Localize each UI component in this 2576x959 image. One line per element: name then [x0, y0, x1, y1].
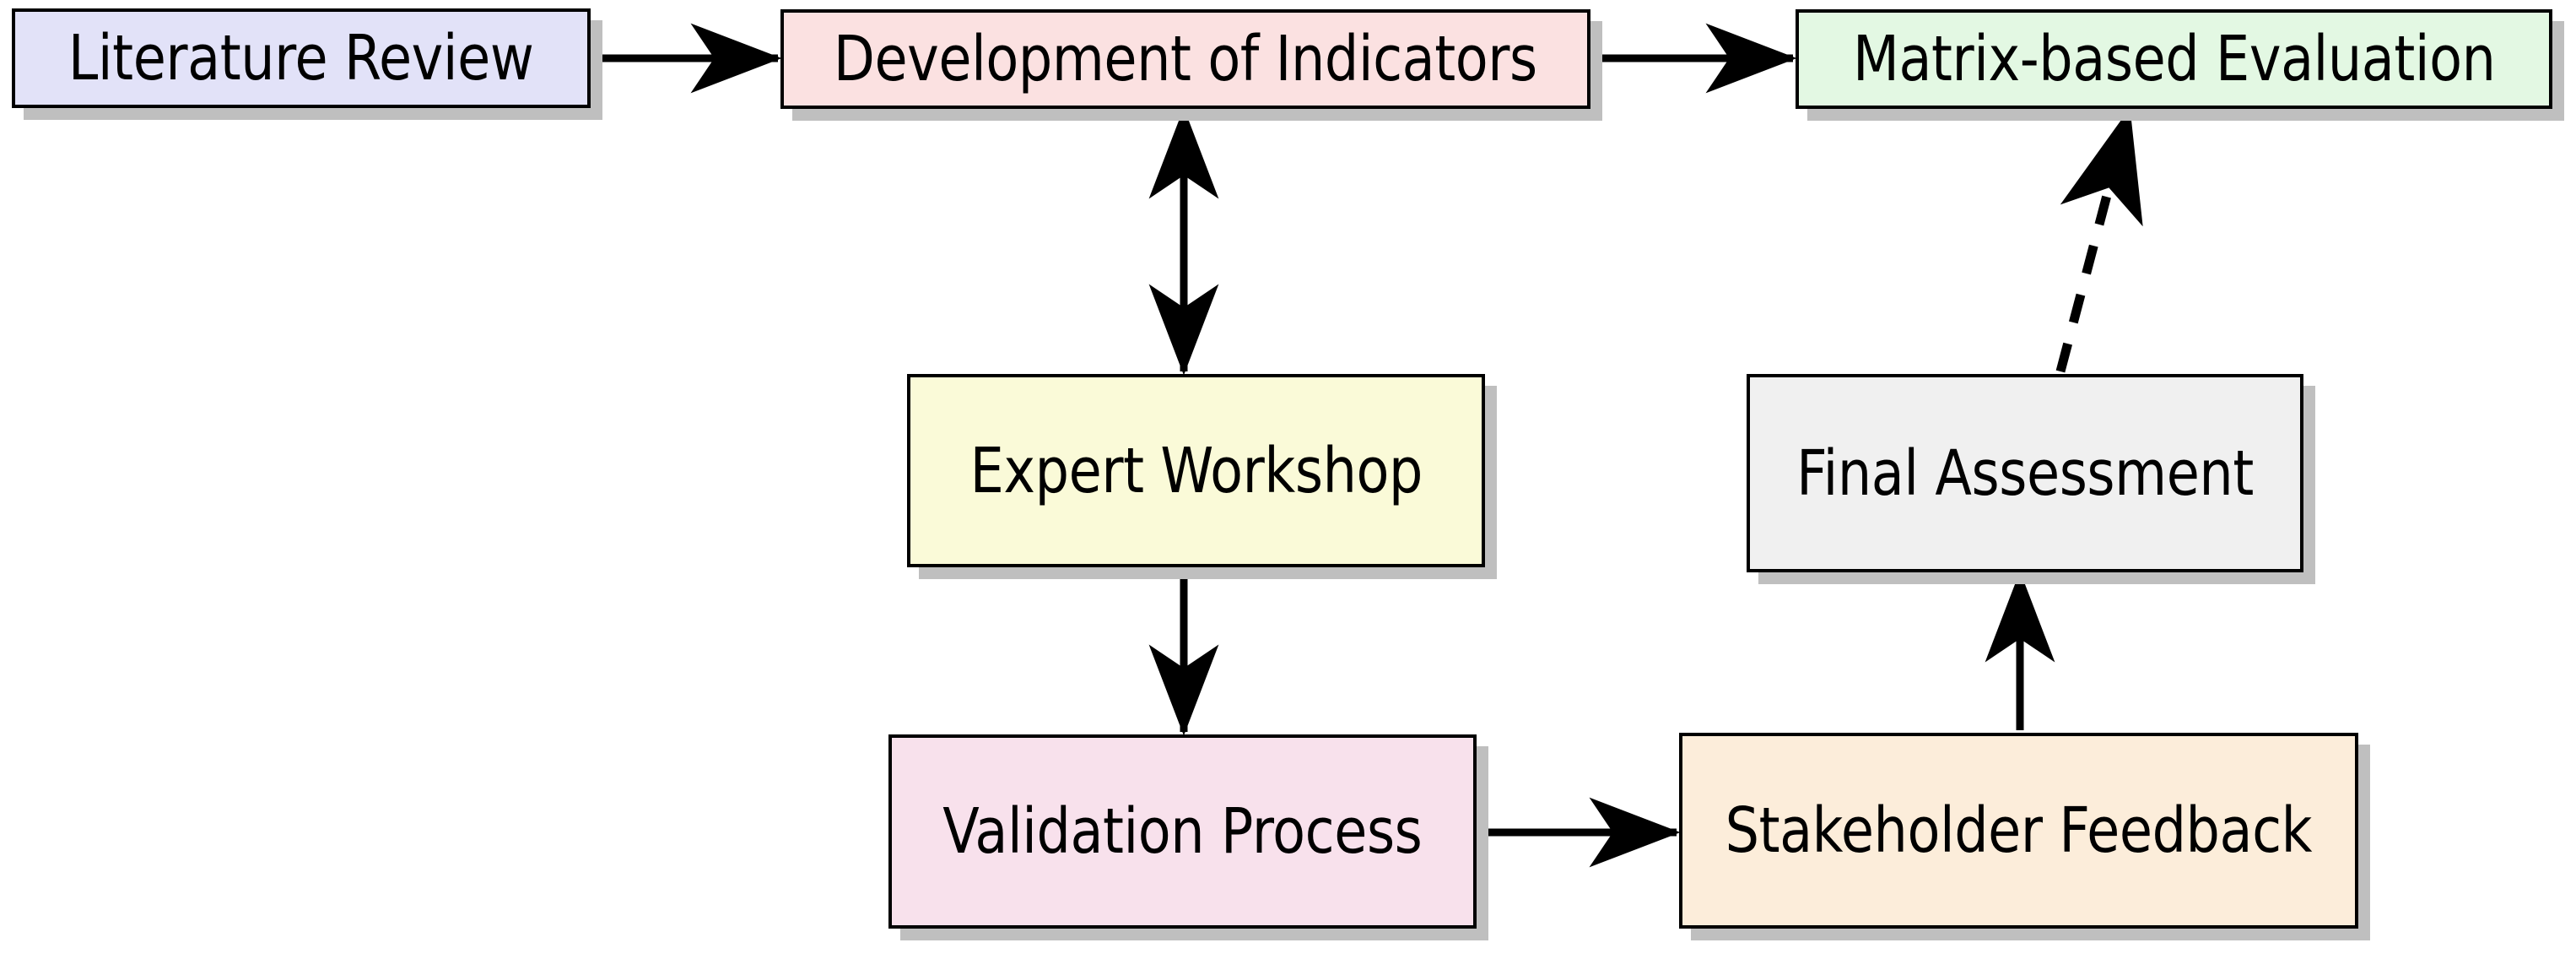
node-label-development-of-indicators: Development of Indicators	[834, 23, 1537, 95]
node-label-stakeholder-feedback: Stakeholder Feedback	[1725, 794, 2313, 867]
node-label-matrix-based-evaluation: Matrix-based Evaluation	[1852, 23, 2496, 95]
node-label-expert-workshop: Expert Workshop	[969, 434, 1423, 507]
edge-final-assessment-to-matrix-dashed	[2055, 107, 2143, 373]
node-literature-review[interactable]: Literature Review	[12, 8, 591, 108]
node-development-of-indicators[interactable]: Development of Indicators	[780, 9, 1590, 109]
node-validation-process[interactable]: Validation Process	[888, 734, 1477, 929]
node-label-literature-review: Literature Review	[68, 22, 534, 95]
node-stakeholder-feedback[interactable]: Stakeholder Feedback	[1679, 733, 2358, 929]
node-label-validation-process: Validation Process	[942, 795, 1423, 868]
node-final-assessment[interactable]: Final Assessment	[1747, 374, 2303, 572]
node-matrix-based-evaluation[interactable]: Matrix-based Evaluation	[1796, 9, 2552, 109]
node-expert-workshop[interactable]: Expert Workshop	[907, 374, 1485, 567]
node-label-final-assessment: Final Assessment	[1796, 436, 2254, 510]
